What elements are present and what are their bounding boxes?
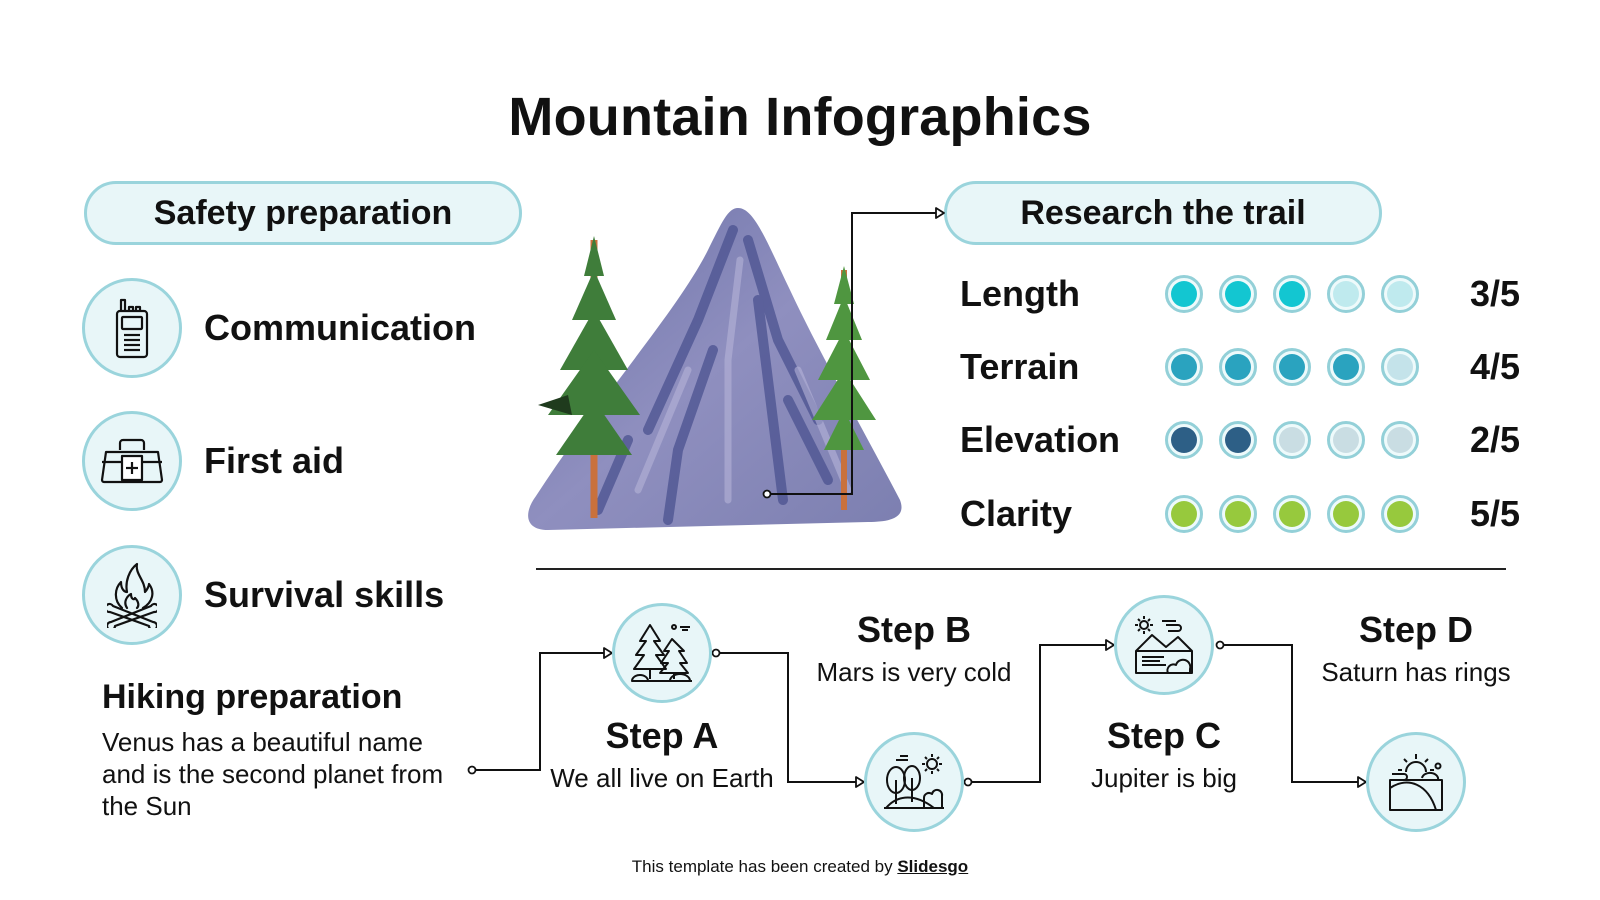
- sunrise-hills-icon: [1389, 754, 1443, 811]
- page-title: Mountain Infographics: [508, 87, 1092, 147]
- rating-dots: [1164, 348, 1426, 386]
- step-c-desc: Jupiter is big: [1091, 763, 1237, 793]
- mountain-lake-icon: [1135, 616, 1193, 674]
- walkie-talkie-icon: [82, 278, 182, 378]
- slidesgo-link[interactable]: Slidesgo: [897, 857, 969, 876]
- safety-item-label: Communication: [204, 307, 477, 348]
- rating-dot-filled: [1380, 495, 1419, 533]
- rating-dots: [1164, 275, 1426, 313]
- research-trail-header: Research the trail: [944, 181, 1382, 245]
- mountain-illustration: [528, 200, 918, 540]
- safety-item-label: First aid: [204, 440, 345, 481]
- step-d-title: Step D: [1358, 609, 1473, 650]
- rating-label: Clarity: [960, 493, 1073, 534]
- campfire-icon: [82, 545, 182, 645]
- rating-dot-filled: [1272, 275, 1311, 313]
- rating-dot-empty: [1272, 421, 1311, 459]
- step-b-desc: Mars is very cold: [816, 657, 1012, 687]
- safety-item-communication: Communication: [82, 278, 476, 378]
- rating-label: Elevation: [960, 419, 1121, 460]
- safety-preparation-header: Safety preparation: [84, 181, 522, 245]
- rating-row-clarity: Clarity 5/5: [960, 489, 1520, 539]
- rating-row-length: Length 3/5: [960, 269, 1520, 319]
- rating-dots: [1164, 495, 1426, 533]
- footer-credit: This template has been created by Slides…: [0, 857, 1600, 877]
- safety-item-survival-skills: Survival skills: [82, 545, 444, 645]
- footer-prefix: This template has been created by: [631, 857, 898, 876]
- rating-dot-filled: [1326, 495, 1365, 533]
- rating-dot-filled: [1326, 348, 1365, 386]
- rating-dot-empty: [1380, 275, 1419, 313]
- rating-dot-filled: [1218, 275, 1257, 313]
- safety-item-first-aid: First aid: [82, 411, 344, 511]
- step-b-icon-circle: [864, 732, 964, 832]
- rating-score: 5/5: [1469, 493, 1520, 534]
- rating-row-terrain: Terrain 4/5: [960, 342, 1520, 392]
- safety-header-label: Safety preparation: [153, 193, 453, 232]
- rating-dot-filled: [1218, 348, 1257, 386]
- step-c-icon-circle: [1114, 595, 1214, 695]
- rating-dot-empty: [1380, 421, 1419, 459]
- rating-label: Terrain: [960, 346, 1080, 387]
- rating-dots: [1164, 421, 1426, 459]
- research-header-label: Research the trail: [1020, 193, 1306, 232]
- park-trees-sun-icon: [884, 754, 944, 809]
- hiking-preparation-text: Venus has a beautiful name and is the se…: [102, 727, 444, 821]
- rating-dot-filled: [1164, 348, 1203, 386]
- step-c-title: Step C: [1106, 715, 1221, 756]
- rating-dot-filled: [1164, 421, 1203, 459]
- rating-dot-filled: [1164, 275, 1203, 313]
- step-b-title: Step B: [856, 609, 971, 650]
- rating-dot-filled: [1218, 495, 1257, 533]
- step-d-desc: Saturn has rings: [1321, 657, 1511, 687]
- rating-score: 3/5: [1469, 273, 1520, 314]
- rating-dot-filled: [1164, 495, 1203, 533]
- rating-row-elevation: Elevation 2/5: [960, 415, 1520, 465]
- rating-dot-empty: [1326, 421, 1365, 459]
- rating-dot-filled: [1272, 495, 1311, 533]
- rating-score: 2/5: [1469, 419, 1520, 460]
- step-a-title: Step A: [605, 715, 719, 756]
- rating-label: Length: [960, 273, 1080, 314]
- forest-icon: [631, 624, 692, 682]
- rating-dot-empty: [1326, 275, 1365, 313]
- rating-dot-empty: [1380, 348, 1419, 386]
- hiking-preparation-title: Hiking preparation: [102, 678, 403, 716]
- step-a-desc: We all live on Earth: [550, 763, 774, 793]
- step-d-icon-circle: [1366, 732, 1466, 832]
- rating-dot-filled: [1272, 348, 1311, 386]
- rating-score: 4/5: [1469, 346, 1520, 387]
- first-aid-kit-icon: [82, 411, 182, 511]
- section-divider: [536, 568, 1506, 570]
- rating-dot-filled: [1218, 421, 1257, 459]
- step-a-icon-circle: [612, 603, 712, 703]
- safety-item-label: Survival skills: [204, 574, 445, 615]
